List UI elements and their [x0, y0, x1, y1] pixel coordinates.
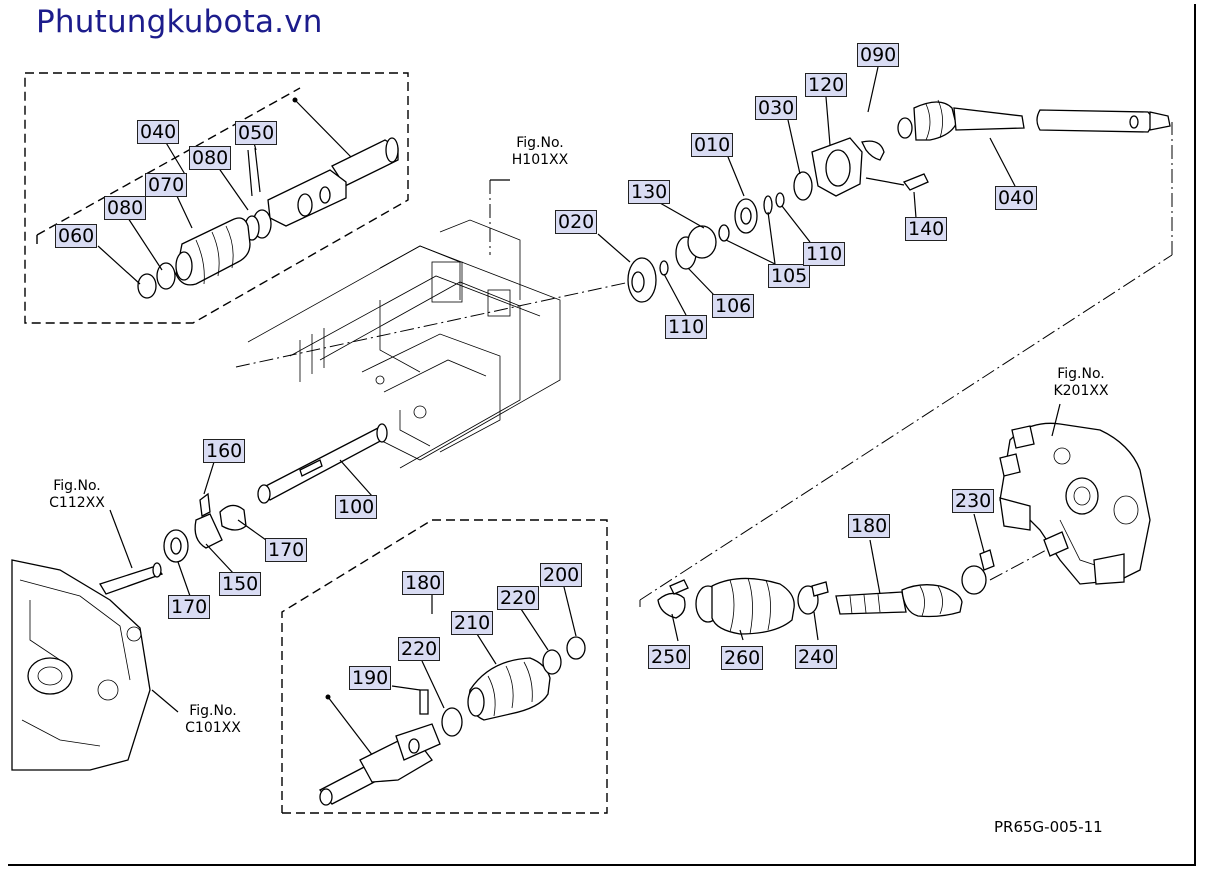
fig-ref-c101-line1: Fig.No. — [189, 703, 237, 719]
callout-080-lower[interactable]: 080 — [104, 196, 147, 220]
callout-060[interactable]: 060 — [55, 224, 98, 248]
callout-190[interactable]: 190 — [349, 666, 392, 690]
callout-140[interactable]: 140 — [905, 217, 948, 241]
front-axle-case — [999, 422, 1151, 585]
callout-180-inset[interactable]: 180 — [402, 571, 445, 595]
callout-105[interactable]: 105 — [768, 264, 811, 288]
callout-180-main[interactable]: 180 — [848, 514, 891, 538]
callout-150[interactable]: 150 — [219, 572, 262, 596]
frame-bottom-border — [8, 864, 1196, 866]
callout-080-upper[interactable]: 080 — [189, 146, 232, 170]
front-axle-assembly — [657, 549, 995, 635]
fig-ref-k201-line1: Fig.No. — [1057, 366, 1105, 382]
diagram-code: PR65G-005-11 — [994, 818, 1103, 836]
bearing-housing-group — [627, 99, 1171, 303]
callout-020[interactable]: 020 — [555, 210, 598, 234]
chassis-frame — [247, 219, 561, 469]
fig-ref-k201-line2: K201XX — [1053, 383, 1109, 399]
callout-170-upper[interactable]: 170 — [265, 538, 308, 562]
fig-ref-k201[interactable]: Fig.No. K201XX — [1046, 366, 1116, 400]
callout-040-main[interactable]: 040 — [995, 186, 1038, 210]
fig-ref-c101-line2: C101XX — [185, 720, 241, 736]
drive-shaft-group — [163, 423, 388, 563]
callout-030[interactable]: 030 — [755, 96, 798, 120]
callout-070[interactable]: 070 — [145, 173, 188, 197]
inset-lower-assembly — [318, 636, 586, 806]
transmission-housing — [11, 559, 164, 771]
callout-230[interactable]: 230 — [952, 489, 995, 513]
callout-200[interactable]: 200 — [540, 563, 583, 587]
brand-title: Phutungkubota.vn — [36, 4, 323, 40]
fig-ref-c112-line2: C112XX — [49, 495, 105, 511]
callout-170-lower[interactable]: 170 — [168, 595, 211, 619]
fig-ref-c112[interactable]: Fig.No. C112XX — [42, 478, 112, 512]
callout-090[interactable]: 090 — [857, 43, 900, 67]
callout-010[interactable]: 010 — [691, 133, 734, 157]
callout-220-lower[interactable]: 220 — [398, 637, 441, 661]
inset-box-lower — [281, 519, 608, 814]
callout-050[interactable]: 050 — [235, 121, 278, 145]
callout-040-inset[interactable]: 040 — [137, 120, 180, 144]
callout-110-upper[interactable]: 110 — [803, 242, 846, 266]
fig-ref-h101[interactable]: Fig.No. H101XX — [505, 135, 575, 169]
callout-100[interactable]: 100 — [335, 495, 378, 519]
callout-210[interactable]: 210 — [451, 611, 494, 635]
callout-110-lower[interactable]: 110 — [665, 315, 708, 339]
callout-220-upper[interactable]: 220 — [497, 586, 540, 610]
inset-box-upper — [24, 72, 409, 324]
callout-160[interactable]: 160 — [203, 439, 246, 463]
fig-ref-h101-line1: Fig.No. — [516, 135, 564, 151]
frame-right-border — [1194, 4, 1196, 866]
fig-ref-h101-line2: H101XX — [511, 152, 569, 168]
callout-130[interactable]: 130 — [628, 180, 671, 204]
callout-250[interactable]: 250 — [648, 645, 691, 669]
callout-120[interactable]: 120 — [805, 73, 848, 97]
fig-ref-c101[interactable]: Fig.No. C101XX — [178, 703, 248, 737]
fig-ref-c112-line1: Fig.No. — [53, 478, 101, 494]
callout-260[interactable]: 260 — [721, 646, 764, 670]
callout-240[interactable]: 240 — [795, 645, 838, 669]
callout-106[interactable]: 106 — [712, 294, 755, 318]
